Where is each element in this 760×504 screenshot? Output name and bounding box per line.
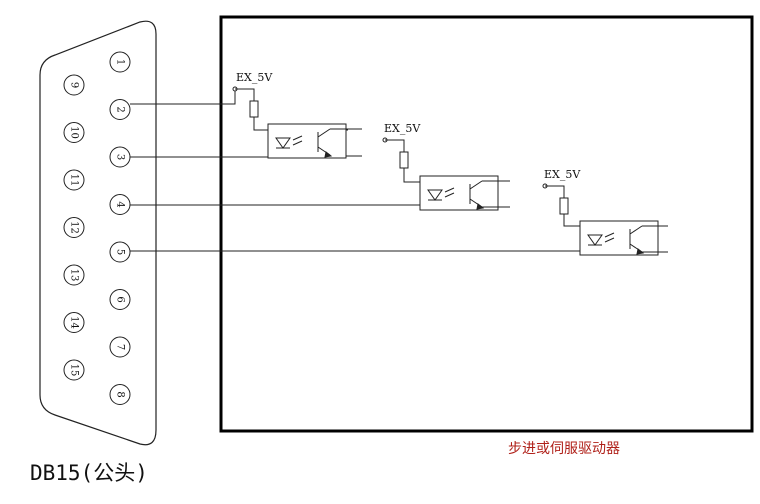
db15-right-pins: 1 2 3 4 5 6 7 8 bbox=[109, 51, 131, 405]
pin-number: 8 bbox=[115, 391, 126, 397]
pin-number: 6 bbox=[115, 296, 126, 302]
db15-left-pins: 9 10 11 12 13 14 15 bbox=[63, 74, 85, 381]
driver-label: 步进或伺服驱动器 bbox=[508, 441, 620, 457]
pin-circle bbox=[63, 169, 85, 191]
pin-number: 14 bbox=[69, 316, 80, 329]
pin-number: 2 bbox=[115, 106, 126, 112]
pin-number: 10 bbox=[69, 126, 80, 139]
optocoupler-3 bbox=[542, 183, 668, 256]
pin-4: 4 bbox=[109, 194, 131, 215]
optocoupler-2 bbox=[382, 137, 510, 211]
connector-label: DB15(公头) bbox=[30, 461, 148, 485]
supply-label-2: EX_5V bbox=[384, 122, 421, 135]
pin-circle bbox=[63, 312, 85, 333]
pin-number: 3 bbox=[115, 154, 126, 160]
pin-circle bbox=[109, 99, 131, 120]
pin-circle bbox=[63, 217, 85, 238]
pin-3: 3 bbox=[109, 146, 131, 168]
pin-circle bbox=[63, 122, 85, 143]
pin-circle bbox=[63, 359, 85, 381]
pin-circle bbox=[109, 384, 131, 405]
opto1-outputs bbox=[346, 128, 362, 157]
pin-15: 15 bbox=[63, 359, 85, 381]
pin-number: 13 bbox=[69, 269, 80, 282]
pin-number: 1 bbox=[115, 59, 126, 65]
pin-13: 13 bbox=[63, 264, 85, 286]
pin-circle bbox=[109, 289, 131, 310]
pin-circle bbox=[63, 264, 85, 286]
supply-label-3: EX_5V bbox=[544, 168, 581, 181]
pin-circle bbox=[109, 241, 131, 263]
pin-number: 15 bbox=[69, 364, 80, 377]
wire-pin2 bbox=[130, 90, 236, 105]
pin-circle bbox=[109, 51, 131, 73]
pin-circle bbox=[109, 336, 131, 358]
pin-number: 4 bbox=[115, 201, 126, 207]
pin-9: 9 bbox=[63, 74, 85, 96]
pin-6: 6 bbox=[109, 289, 131, 310]
db15-connector-shell bbox=[39, 20, 157, 446]
pin-10: 10 bbox=[63, 122, 85, 143]
pin-11: 11 bbox=[63, 169, 85, 191]
pin-1: 1 bbox=[109, 51, 131, 73]
driver-box bbox=[219, 15, 754, 433]
pin-number: 7 bbox=[115, 344, 126, 350]
pin-number: 5 bbox=[115, 249, 126, 255]
pin-number: 11 bbox=[69, 174, 80, 187]
pin-number: 12 bbox=[69, 221, 80, 234]
pin-number: 9 bbox=[69, 82, 80, 88]
pin-circle bbox=[63, 74, 85, 96]
signal-wires bbox=[130, 90, 580, 252]
pin-2: 2 bbox=[109, 99, 131, 120]
pin-5: 5 bbox=[109, 241, 131, 263]
pin-7: 7 bbox=[109, 336, 131, 358]
pin-12: 12 bbox=[63, 217, 85, 238]
pin-14: 14 bbox=[63, 312, 85, 333]
optocoupler-1 bbox=[232, 86, 348, 159]
supply-label-1: EX_5V bbox=[236, 71, 273, 84]
pin-8: 8 bbox=[109, 384, 131, 405]
